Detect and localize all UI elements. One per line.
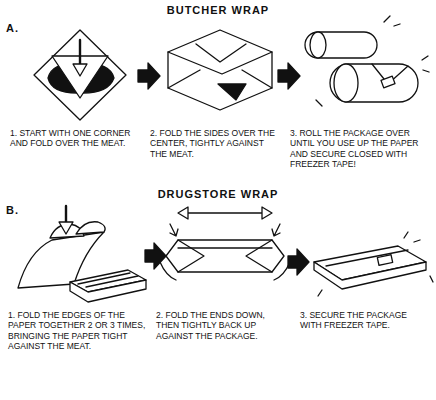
step-b3-drawing <box>314 232 433 296</box>
step-a3-drawing <box>305 16 429 106</box>
step-a1-drawing <box>34 30 126 120</box>
step-b1-drawing <box>18 206 146 302</box>
section-letter: B. <box>6 204 28 217</box>
step-b2-drawing <box>160 207 290 280</box>
step-arrow <box>145 243 166 269</box>
step-instruction: 2. FOLD THE SIDES OVER THE CENTER, TIGHT… <box>150 128 282 159</box>
section-heading: BUTCHER WRAP <box>0 4 436 17</box>
step-arrow <box>138 63 160 89</box>
step-instruction: 1. START WITH ONE CORNER AND FOLD OVER T… <box>10 128 142 149</box>
step-arrow <box>278 63 300 89</box>
step-arrow <box>288 249 309 275</box>
step-a2-drawing <box>168 30 272 110</box>
section-heading: DRUGSTORE WRAP <box>0 188 436 201</box>
section-letter: A. <box>6 22 28 35</box>
step-instruction: 3. SECURE THE PACKAGE WITH FREEZER TAPE. <box>300 310 428 331</box>
step-instruction: 2. FOLD THE ENDS DOWN, THEN TIGHTLY BACK… <box>156 310 290 341</box>
step-instruction: 3. ROLL THE PACKAGE OVER UNTIL YOU USE U… <box>290 128 430 169</box>
step-instruction: 1. FOLD THE EDGES OF THE PAPER TOGETHER … <box>8 310 148 351</box>
